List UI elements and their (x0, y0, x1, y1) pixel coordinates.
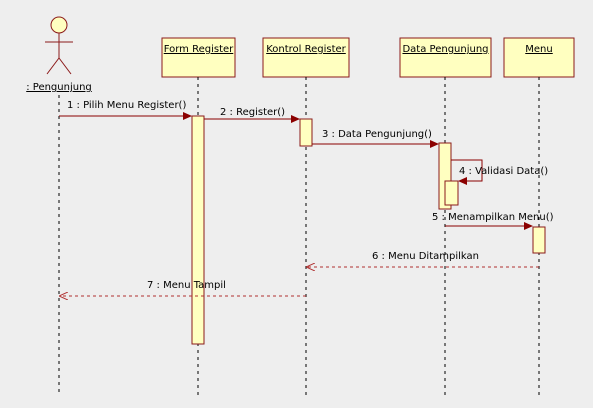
object-label: Data Pengunjung (402, 44, 488, 55)
actor-head (50, 16, 68, 34)
message-4: 4 : Validasi Data() (451, 159, 548, 185)
activation-kontrol-register (299, 118, 313, 147)
object-menu: Menu (503, 37, 575, 78)
message-label: 2 : Register() (220, 107, 285, 118)
message-1: 1 : Pilih Menu Register() (59, 100, 192, 120)
message-label: 3 : Data Pengunjung() (322, 129, 432, 140)
object-label: Form Register (164, 44, 234, 55)
message-6: 6 : Menu Ditampilkan (307, 251, 539, 267)
object-label: Kontrol Register (266, 44, 346, 55)
message-2: 2 : Register() (204, 107, 300, 123)
message-label: 6 : Menu Ditampilkan (372, 251, 479, 262)
actor-label: : Pengunjung (26, 82, 92, 93)
activation-form-register (191, 115, 205, 345)
message-label: 1 : Pilih Menu Register() (67, 100, 186, 111)
message-label: 4 : Validasi Data() (459, 166, 548, 177)
message-3: 3 : Data Pengunjung() (312, 129, 439, 148)
object-label: Menu (525, 44, 552, 55)
object-form-register: Form Register (161, 37, 236, 78)
message-5: 5 : Menampilkan Menu() (432, 212, 554, 230)
message-label: 5 : Menampilkan Menu() (432, 212, 554, 223)
activation-menu (532, 226, 546, 254)
object-kontrol-register: Kontrol Register (262, 37, 350, 78)
actor-pengunjung: : Pengunjung (26, 16, 92, 93)
object-data-pengunjung: Data Pengunjung (399, 37, 492, 78)
activation-data-pengunjung-self (444, 180, 459, 206)
message-label: 7 : Menu Tampil (147, 280, 226, 291)
message-7: 7 : Menu Tampil (60, 280, 306, 296)
